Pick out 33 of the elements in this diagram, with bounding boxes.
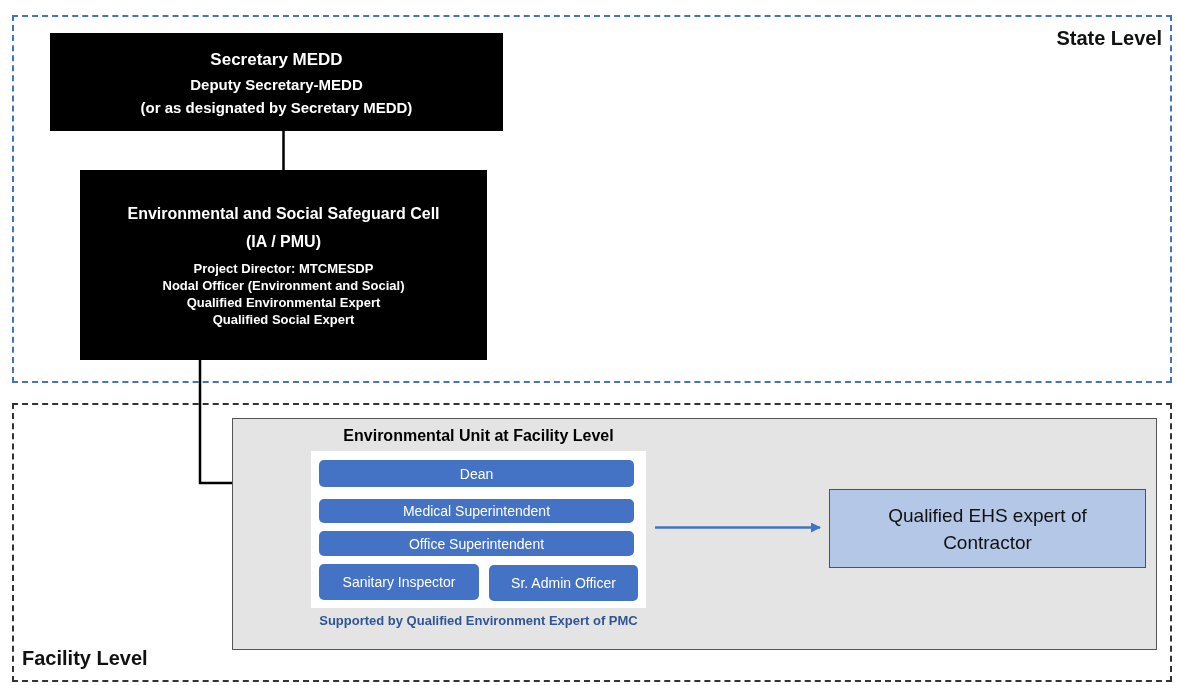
role-box <box>319 564 479 600</box>
arrow <box>655 522 821 533</box>
role-label: Medical Superintendent <box>402 503 551 519</box>
connector-line <box>198 360 232 485</box>
role-label: Sr. Admin Officer <box>511 575 616 591</box>
safeguard-cell-box <box>80 170 487 360</box>
contractor-expert-box <box>829 489 1146 568</box>
role-label: Office Superintendent <box>408 535 545 552</box>
role-box <box>319 531 634 556</box>
role-box <box>489 565 638 601</box>
role-label: Dean <box>459 465 494 482</box>
box-text: (IA / PMU) <box>246 233 321 251</box>
unit-heading: Environmental Unit at Facility Level <box>342 427 615 445</box>
box-title: Environmental and Social Safeguard Cell <box>127 205 440 223</box>
box-title: Secretary MEDD <box>210 50 343 70</box>
level-label: State Level <box>1056 27 1162 50</box>
box-text: Qualified Environmental Expert <box>186 295 381 310</box>
support-note: Supported by Qualified Environment Expert of PMC <box>318 612 639 630</box>
facility-panel <box>232 418 1157 650</box>
box-text: Qualified Social Expert <box>212 312 355 327</box>
box-text: Qualified EHS expert of Contractor <box>887 503 1088 555</box>
connector-line <box>282 131 285 170</box>
box-text: Project Director: MTCMESDP <box>193 261 374 276</box>
level-label: Facility Level <box>22 647 148 670</box>
role-box <box>319 499 634 523</box>
box-text: Deputy Secretary-MEDD <box>190 76 363 93</box>
facility-level-frame <box>12 403 1172 682</box>
secretary-box <box>50 33 503 131</box>
role-box <box>319 460 634 487</box>
state-level-frame <box>12 15 1172 383</box>
role-label: Sanitary Inspector <box>342 574 456 590</box>
box-text: Nodal Officer (Environment and Social) <box>162 278 405 293</box>
box-text: (or as designated by Secretary MEDD) <box>140 99 413 116</box>
